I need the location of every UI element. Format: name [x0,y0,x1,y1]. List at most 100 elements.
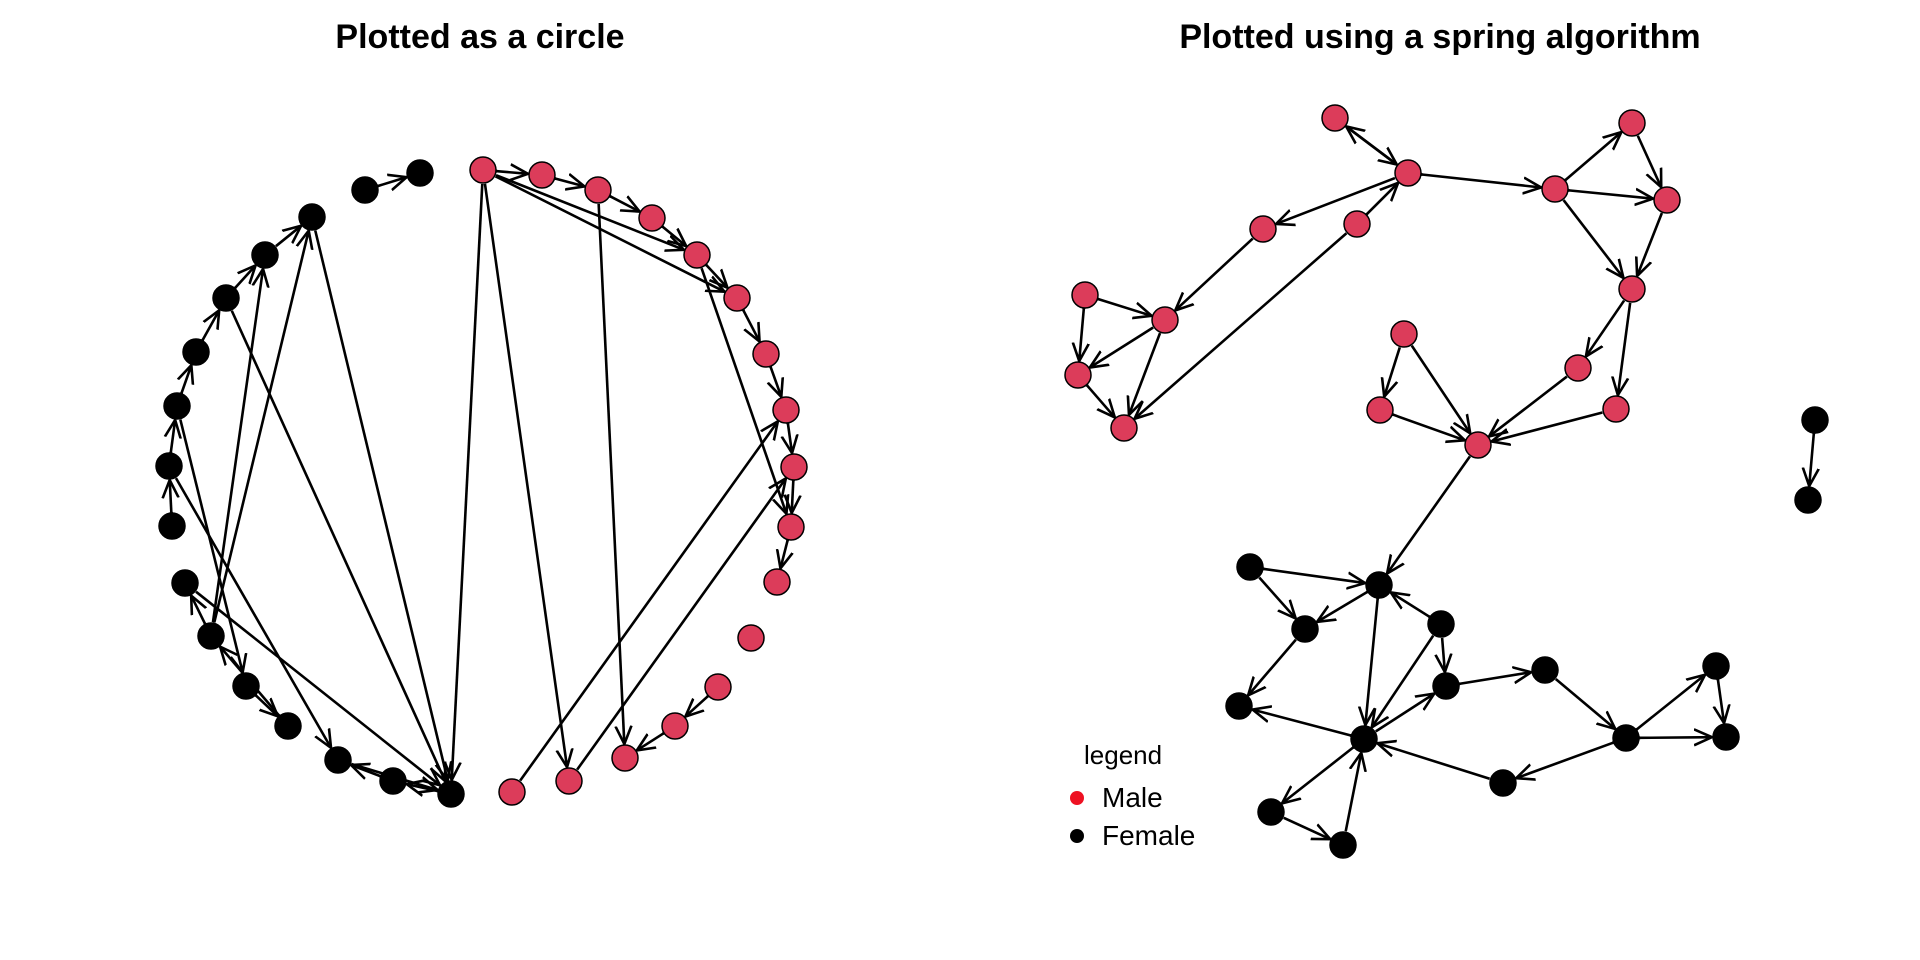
circle-male-node [469,156,497,184]
spring-edge [1090,326,1154,367]
legend-title: legend [1084,740,1163,770]
circle-edge [230,310,445,782]
circle-edge [771,367,782,397]
spring-edge [1344,753,1362,832]
circle-female-node [437,780,465,808]
spring-male-node [1390,320,1418,348]
spring-edge [1640,737,1712,738]
spring-edge [1809,434,1814,486]
spring-female-node [1225,692,1253,720]
spring-edge [1637,675,1705,730]
circle-edge [780,541,787,569]
spring-edge [1282,748,1353,804]
circle-edge [213,231,308,623]
spring-edge [1365,599,1377,725]
spring-edge [1248,638,1297,696]
spring-edge [1384,346,1402,396]
spring-edge [1375,694,1434,733]
spring-edge [1516,743,1613,778]
legend-item-female: Female [1060,817,1195,855]
circle-female-node [379,767,407,795]
spring-female-node [1236,553,1264,581]
circle-male-node [772,396,800,424]
circle-edge [351,765,380,776]
circle-male-node [498,778,526,806]
circle-edge [556,179,585,187]
spring-edge [1586,299,1626,357]
spring-edge [1569,190,1653,198]
spring-edge [1317,592,1367,622]
circle-edge [700,267,787,514]
circle-female-node [298,203,326,231]
circle-female-node [212,284,240,312]
circle-male-node [704,673,732,701]
spring-male-node [1541,175,1569,203]
spring-female-node [1291,615,1319,643]
circle-male-node [683,241,711,269]
circle-female-node [351,176,379,204]
spring-edge [1377,743,1491,781]
spring-male-node [1321,104,1349,132]
circle-edge [171,420,175,452]
circle-female-node [163,392,191,420]
spring-male-node [1343,210,1371,238]
spring-female-node [1365,571,1393,599]
circle-male-node [638,204,666,232]
circle-female-node [274,712,302,740]
circle-male-node [777,513,805,541]
left-plot-title: Plotted as a circle [335,18,625,56]
circle-edge [519,421,778,782]
circle-male-node [555,767,583,795]
spring-female-node [1794,486,1822,514]
circle-edge [174,477,331,748]
spring-edge [1129,332,1162,415]
spring-edge [1079,309,1084,361]
spring-female-node [1427,610,1455,638]
circle-edge [788,424,792,453]
spring-layout-graph [1064,104,1829,859]
circle-male-node [737,624,765,652]
spring-edge [1636,135,1661,188]
spring-edge [1346,126,1398,166]
circle-edge [685,696,707,716]
spring-female-node [1257,798,1285,826]
circle-male-node [528,161,556,189]
spring-female-node [1801,406,1829,434]
male-dot-icon [1070,791,1084,805]
spring-edge [1393,415,1465,441]
spring-edge [1492,411,1603,442]
spring-edge [1566,132,1622,180]
circle-edge [743,310,759,341]
circle-female-node [171,569,199,597]
circle-female-node [406,159,434,187]
spring-edge [1391,592,1429,616]
spring-female-node [1350,725,1378,753]
circle-edge [637,734,663,751]
spring-edge [1283,816,1331,839]
circle-edge [211,269,263,623]
spring-male-node [1071,281,1099,309]
circle-edge [495,173,684,250]
circle-male-node [723,284,751,312]
circle-edge [275,226,301,248]
spring-female-node [1612,724,1640,752]
circle-edge [182,365,192,393]
spring-male-node [1064,361,1092,389]
spring-edge [1264,569,1365,583]
circle-male-node [763,568,791,596]
legend-item-male: Male [1060,779,1195,817]
circle-male-node [752,340,780,368]
spring-edge [1718,680,1724,723]
spring-edge [1087,386,1115,418]
circle-female-node [155,452,183,480]
spring-edge [1460,672,1531,684]
circle-edge [576,478,786,771]
spring-edge [1489,375,1568,437]
circle-edge [792,481,794,513]
spring-female-node [1329,831,1357,859]
circle-edge [314,230,447,781]
spring-edge [1410,344,1470,434]
legend: legend Male Female [1060,740,1195,855]
legend-label-male: Male [1102,782,1163,813]
